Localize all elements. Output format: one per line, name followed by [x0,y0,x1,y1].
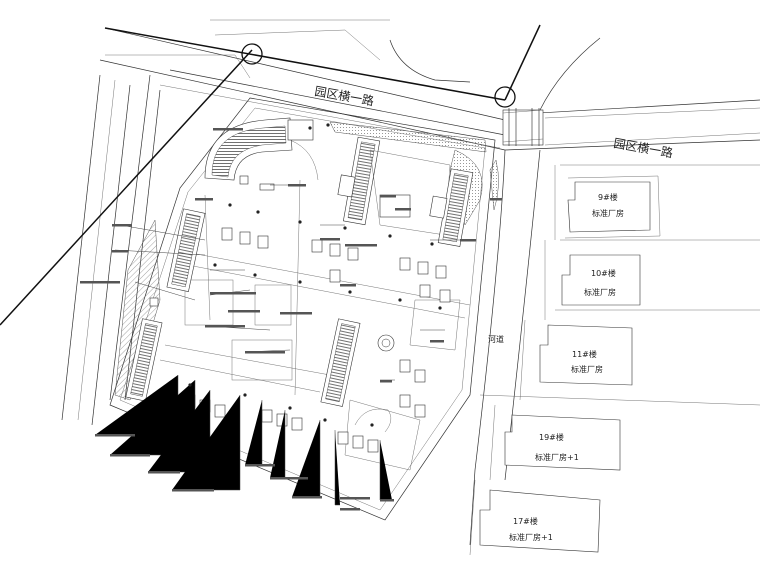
building-name-9: 标准厂房 [592,208,624,218]
annotation-tags [80,128,502,511]
bridge-railing [508,108,540,146]
site-buildings [125,117,474,453]
building-number-11: 11#楼 [572,349,597,359]
road-label-top: 园区横一路 [313,83,375,108]
survey-circle-right [494,86,516,108]
building-number-10: 10#楼 [591,268,616,278]
road-label-right: 园区横一路 [612,135,674,160]
internal-roads [159,179,471,471]
river-label: 河道 [488,334,504,344]
building-number-19: 19#楼 [539,432,564,442]
building-name-10: 标准厂房 [584,287,616,297]
building-name-11: 标准厂房 [571,364,603,374]
survey-points [188,123,442,427]
building-number-9: 9#楼 [598,192,618,202]
villa-units [184,227,451,453]
factory-buildings [469,165,661,556]
alignment-lines [0,24,541,326]
survey-circle-left [241,43,263,65]
building-labels: 9#楼 标准厂房 10#楼 标准厂房 11#楼 标准厂房 19#楼 标准厂房+1… [509,192,624,542]
building-name-17: 标准厂房+1 [509,532,553,542]
building-number-17: 17#楼 [513,516,538,526]
building-name-19: 标准厂房+1 [535,452,579,462]
